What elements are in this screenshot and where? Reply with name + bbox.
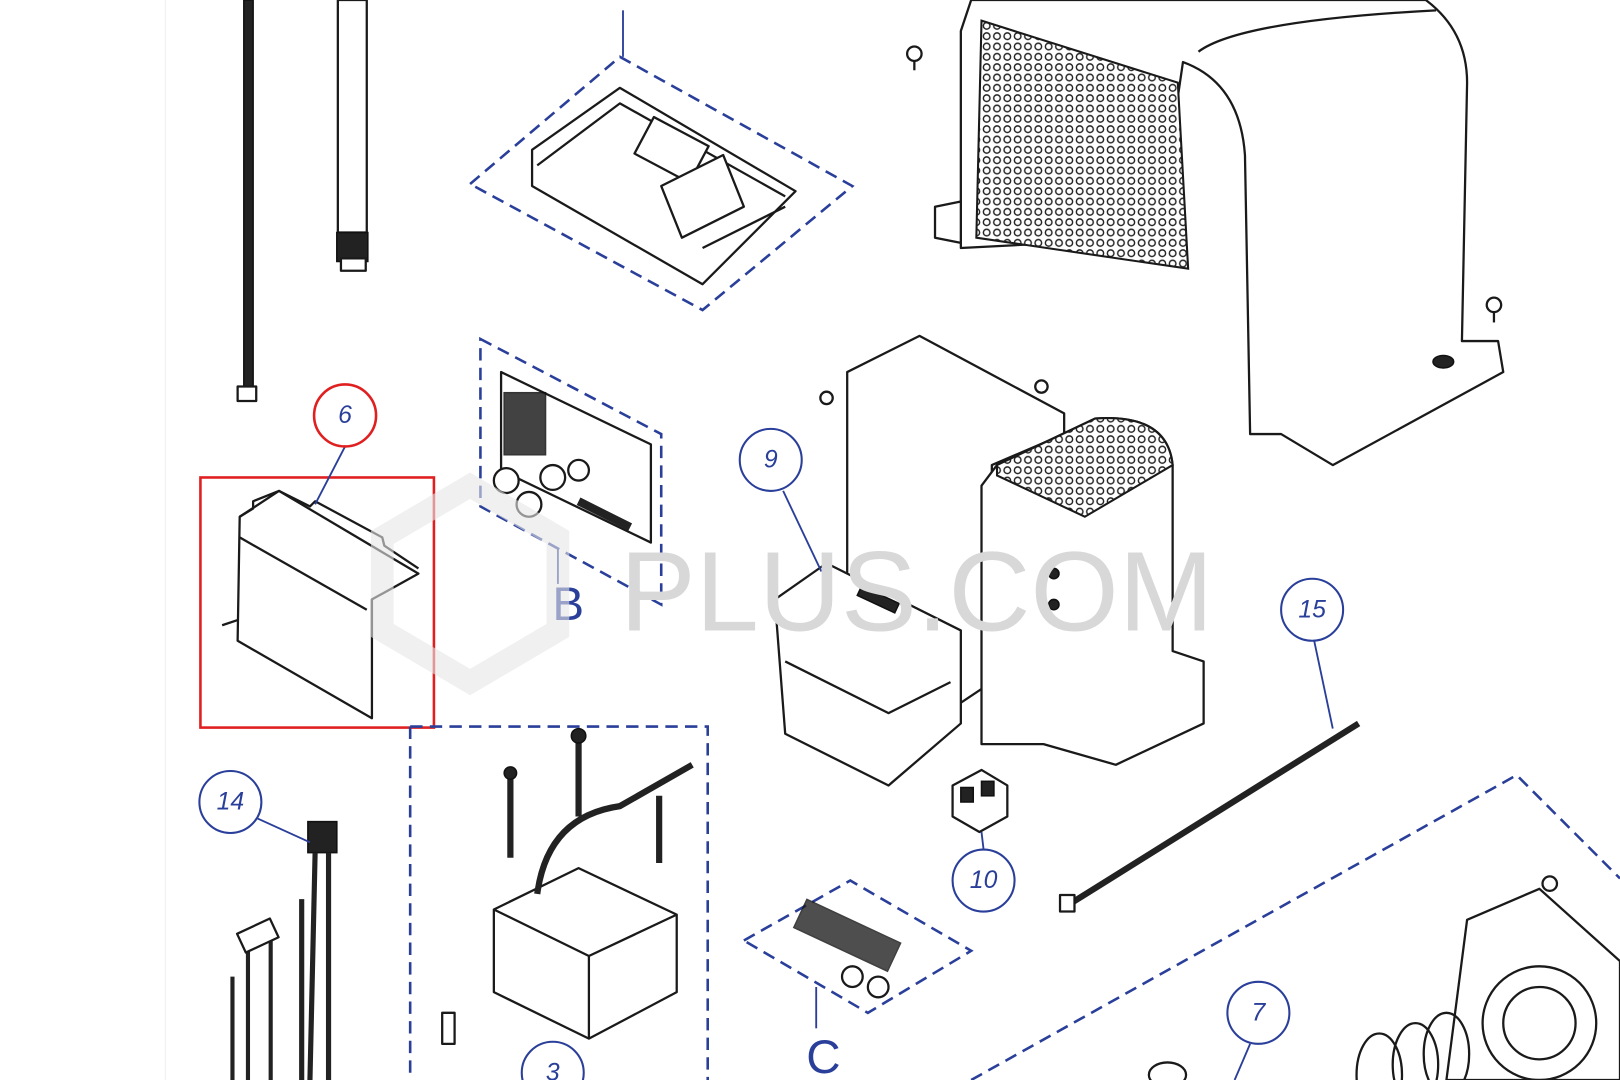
callout-3-bubble [520,1040,585,1080]
motor-cover-part [905,0,1505,467]
callout-3-label: 3 [546,1059,560,1080]
control-board-part [467,10,855,312]
cable-part [236,0,369,403]
watermark: PLUS.COM [370,472,1214,696]
part-9-motor-housing[interactable]: 9 [738,334,1205,787]
callout-7-label: 7 [1251,999,1266,1026]
callout-15-label: 15 [1298,596,1326,623]
callout-10-bubble [951,848,1016,913]
callout-6-label: 6 [338,402,352,429]
callout-9-bubble [738,427,803,492]
part-10-terminal-block[interactable]: 10 [951,768,1016,913]
watermark-text: PLUS.COM [620,528,1214,655]
callout-9-label: 9 [764,446,778,473]
part-6-cover[interactable]: 6 [199,383,436,729]
selection-highlight-box [199,476,436,729]
part-14-wire-harness[interactable]: 14 [198,769,338,1080]
part-7-gear-motor[interactable]: 7 [970,773,1620,1080]
group-label-c: C [806,1031,840,1080]
callout-15-bubble [1280,577,1345,642]
part-15-cable[interactable]: 15 [1058,577,1361,913]
callout-10-label: 10 [970,867,998,894]
callout-6-bubble [312,383,378,448]
callout-7-bubble [1226,980,1291,1045]
part-3-transformer[interactable]: 3 [408,725,710,1080]
connector-kit-part: C [741,879,974,1080]
callout-14-bubble [198,769,263,835]
callout-14-label: 14 [217,788,245,815]
